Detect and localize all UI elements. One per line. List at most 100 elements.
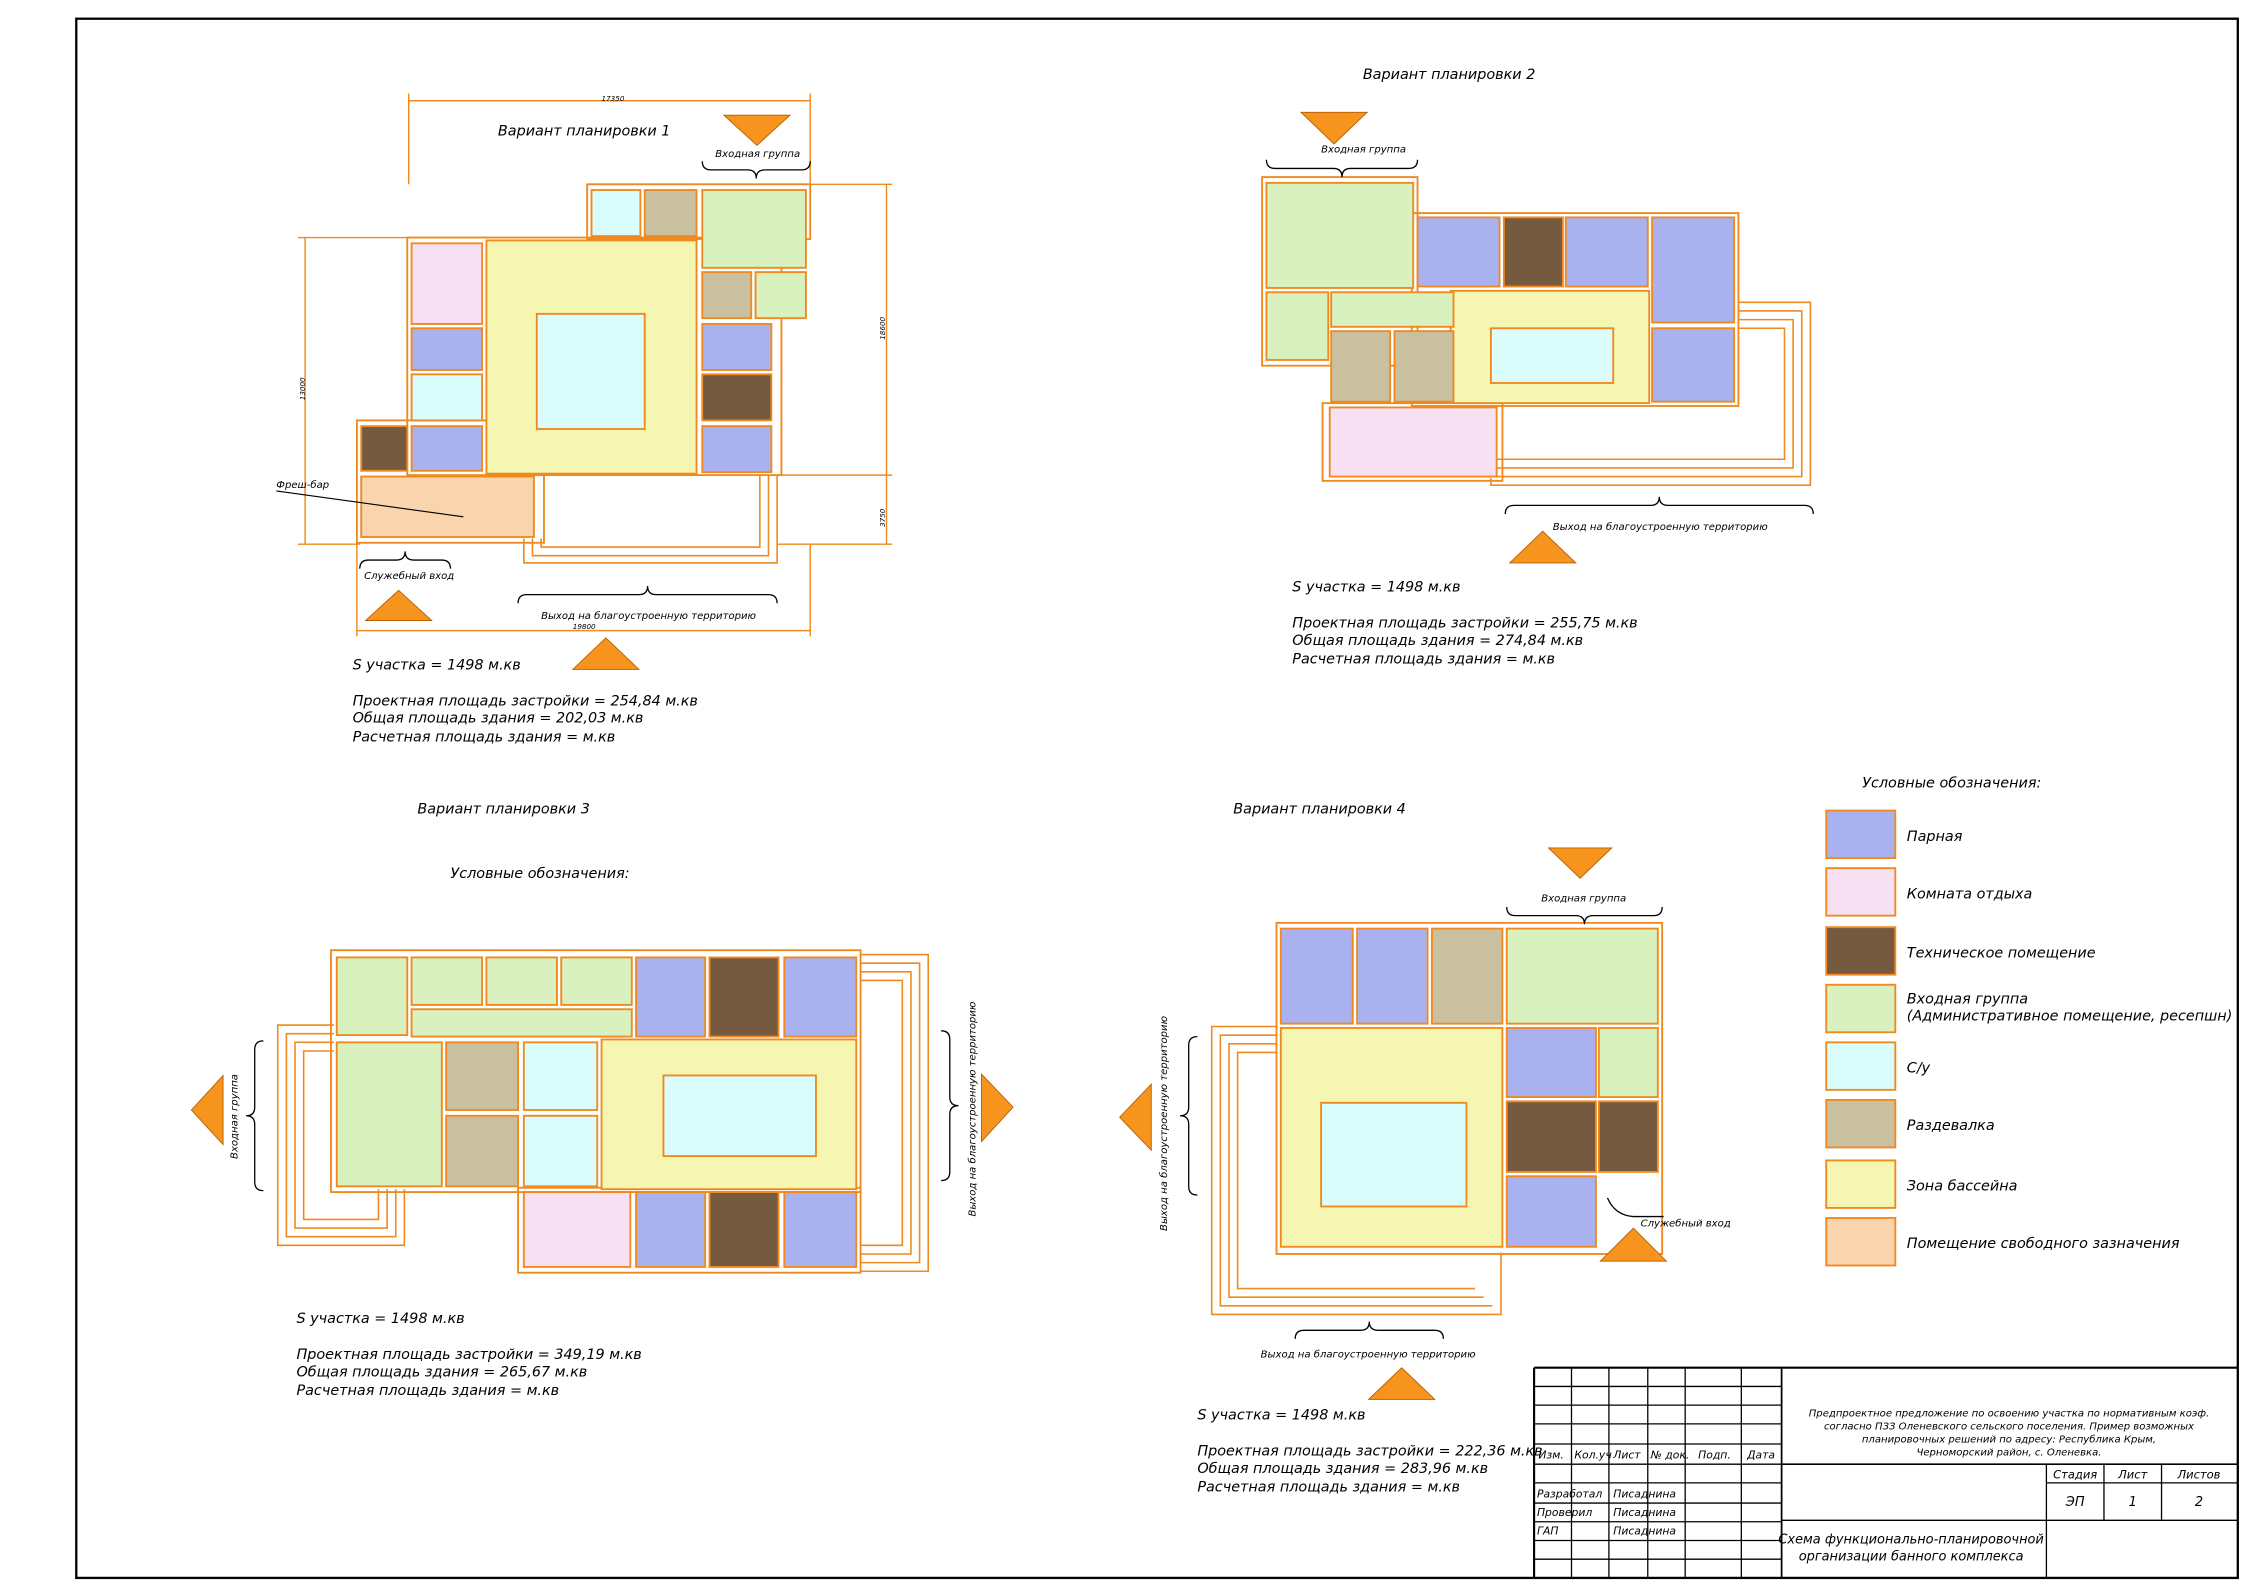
terrace-line	[1219, 1034, 1493, 1307]
title-block-role: Проверил	[1537, 1506, 1592, 1519]
room-steam	[783, 1191, 858, 1268]
room-admin	[1265, 291, 1330, 361]
title-block-header: Лист	[1612, 1448, 1641, 1461]
title-block-header: Изм.	[1538, 1448, 1563, 1461]
plan4-total-area: Общая площадь здания = 283,96 м.кв	[1197, 1461, 1488, 1477]
title-block-name: Писаднина	[1613, 1487, 1676, 1500]
sheet-frame	[75, 17, 2239, 1580]
title-block-role: Разработал	[1537, 1487, 1602, 1500]
legend-label: Парная	[1907, 829, 1963, 845]
room-steam	[1651, 216, 1736, 324]
plan4-rooms	[1119, 847, 1668, 1400]
exit-arrow-icon	[1367, 1367, 1436, 1400]
plan4-footprint: Проектная площадь застройки = 222,36 м.к…	[1197, 1444, 1542, 1460]
terrace-line	[1490, 301, 1812, 486]
entrance-bracket	[701, 161, 811, 179]
room-rest	[522, 1191, 632, 1268]
room-steam	[1505, 1027, 1597, 1098]
plan4-entrance-label: Входная группа	[1541, 893, 1626, 904]
room-admin	[754, 271, 807, 320]
terrace-line	[860, 962, 921, 1264]
title-block-stage-value: 2	[2195, 1495, 2203, 1510]
terrace-line	[294, 1041, 388, 1229]
room-steam	[1416, 216, 1501, 288]
terrace-line	[1236, 1051, 1476, 1290]
legend-heading: Условные обозначения:	[1862, 776, 2041, 792]
plan1-dimension-lines	[297, 93, 893, 637]
room-steam	[1651, 327, 1736, 403]
plan3-footprint: Проектная площадь застройки = 349,19 м.к…	[296, 1347, 641, 1363]
terrace-line	[860, 979, 904, 1247]
room-locker	[643, 189, 698, 238]
room-entrance	[1265, 181, 1415, 289]
room-entrance	[701, 189, 807, 269]
room-steam	[635, 956, 707, 1038]
room-pool	[1489, 327, 1615, 384]
room-admin	[560, 956, 633, 1006]
legend-swatch	[1825, 983, 1897, 1034]
legend-swatch	[1825, 809, 1897, 860]
plan1-dim-left: 13000	[298, 377, 307, 400]
title-block-header: № док.	[1650, 1448, 1690, 1461]
title-block-project-line: Черноморский район, с. Оленевка.	[1916, 1448, 2101, 1459]
title-block-drawing-title: организации банного комплекса	[1799, 1550, 2024, 1565]
terrace-line	[1496, 318, 1794, 469]
room-wc	[590, 189, 642, 238]
plan3-calc-area: Расчетная площадь здания = м.кв	[296, 1383, 559, 1399]
room-locker	[445, 1114, 520, 1188]
title-block-stage-header: Лист	[2117, 1468, 2147, 1482]
legend-swatch	[1825, 867, 1897, 917]
title-block-header: Кол.уч	[1574, 1448, 1611, 1461]
room-technical	[1597, 1100, 1659, 1173]
plan2-calc-area: Расчетная площадь здания = м.кв	[1292, 652, 1555, 668]
legend-swatch	[1825, 1217, 1897, 1267]
plan-variant-1: Вариант планировки 1 Входная группа Фреш…	[276, 93, 893, 745]
plan2-site-area: S участка = 1498 м.кв	[1292, 580, 1460, 596]
plan4-calc-area: Расчетная площадь здания = м.кв	[1197, 1480, 1460, 1496]
plan1-footprint: Проектная площадь застройки = 254,84 м.к…	[353, 693, 698, 709]
title-block-project-line: планировочных решений по адресу: Республ…	[1862, 1434, 2156, 1446]
plan4-service-label: Служебный вход	[1641, 1218, 1731, 1230]
exit-left-bracket	[1180, 1035, 1198, 1196]
plan-variant-2: Вариант планировки 2 Входная группа Выхо…	[1261, 67, 1814, 668]
room-locker	[1430, 927, 1504, 1025]
room-entrance	[335, 1041, 443, 1188]
plan2-total-area: Общая площадь здания = 274,84 м.кв	[1292, 633, 1583, 649]
legend-label: Комната отдыха	[1907, 886, 2033, 902]
plan1-calc-area: Расчетная площадь здания = м.кв	[353, 729, 616, 745]
legend-label: (Административное помещение, ресепшн)	[1907, 1009, 2233, 1025]
room-rest	[410, 242, 484, 325]
terrace-line	[276, 1024, 406, 1247]
terrace-line	[860, 971, 912, 1255]
service-bracket	[359, 551, 452, 569]
room-steam	[783, 956, 858, 1038]
plan1-site-area: S участка = 1498 м.кв	[353, 657, 521, 673]
legend-label: С/у	[1907, 1061, 1931, 1077]
entrance-bracket	[1506, 906, 1663, 925]
plan2-entrance-label: Входная группа	[1321, 145, 1406, 156]
title-block-project-line: согласно ПЗЗ Оленевского сельского посел…	[1824, 1422, 2195, 1433]
room-steam	[410, 327, 484, 371]
legend-swatch	[1825, 926, 1897, 976]
exit-arrow-icon	[1508, 530, 1577, 564]
title-block-name: Писаднина	[1613, 1506, 1676, 1519]
room-steam	[701, 322, 773, 371]
plan1-dim-right1: 18600	[878, 316, 887, 339]
entrance-arrow-icon	[190, 1074, 224, 1146]
room-admin	[1330, 291, 1455, 328]
plan1-dim-right2: 3750	[878, 508, 887, 527]
terrace-line	[1210, 1025, 1502, 1316]
room-entrance	[335, 956, 409, 1037]
room-admin	[485, 956, 558, 1006]
plan2-rooms	[1261, 111, 1814, 564]
room-steam	[1356, 927, 1429, 1025]
room-technical	[360, 425, 409, 472]
entrance-bracket	[1265, 159, 1419, 178]
exit-arrow-icon	[981, 1072, 1014, 1143]
terrace-line	[1496, 310, 1803, 478]
legend-swatch	[1825, 1041, 1897, 1091]
plan1-dim-bottom: 19800	[573, 622, 596, 631]
exit-bottom-bracket	[1294, 1321, 1445, 1339]
plan1-dim-top: 17350	[602, 94, 625, 103]
